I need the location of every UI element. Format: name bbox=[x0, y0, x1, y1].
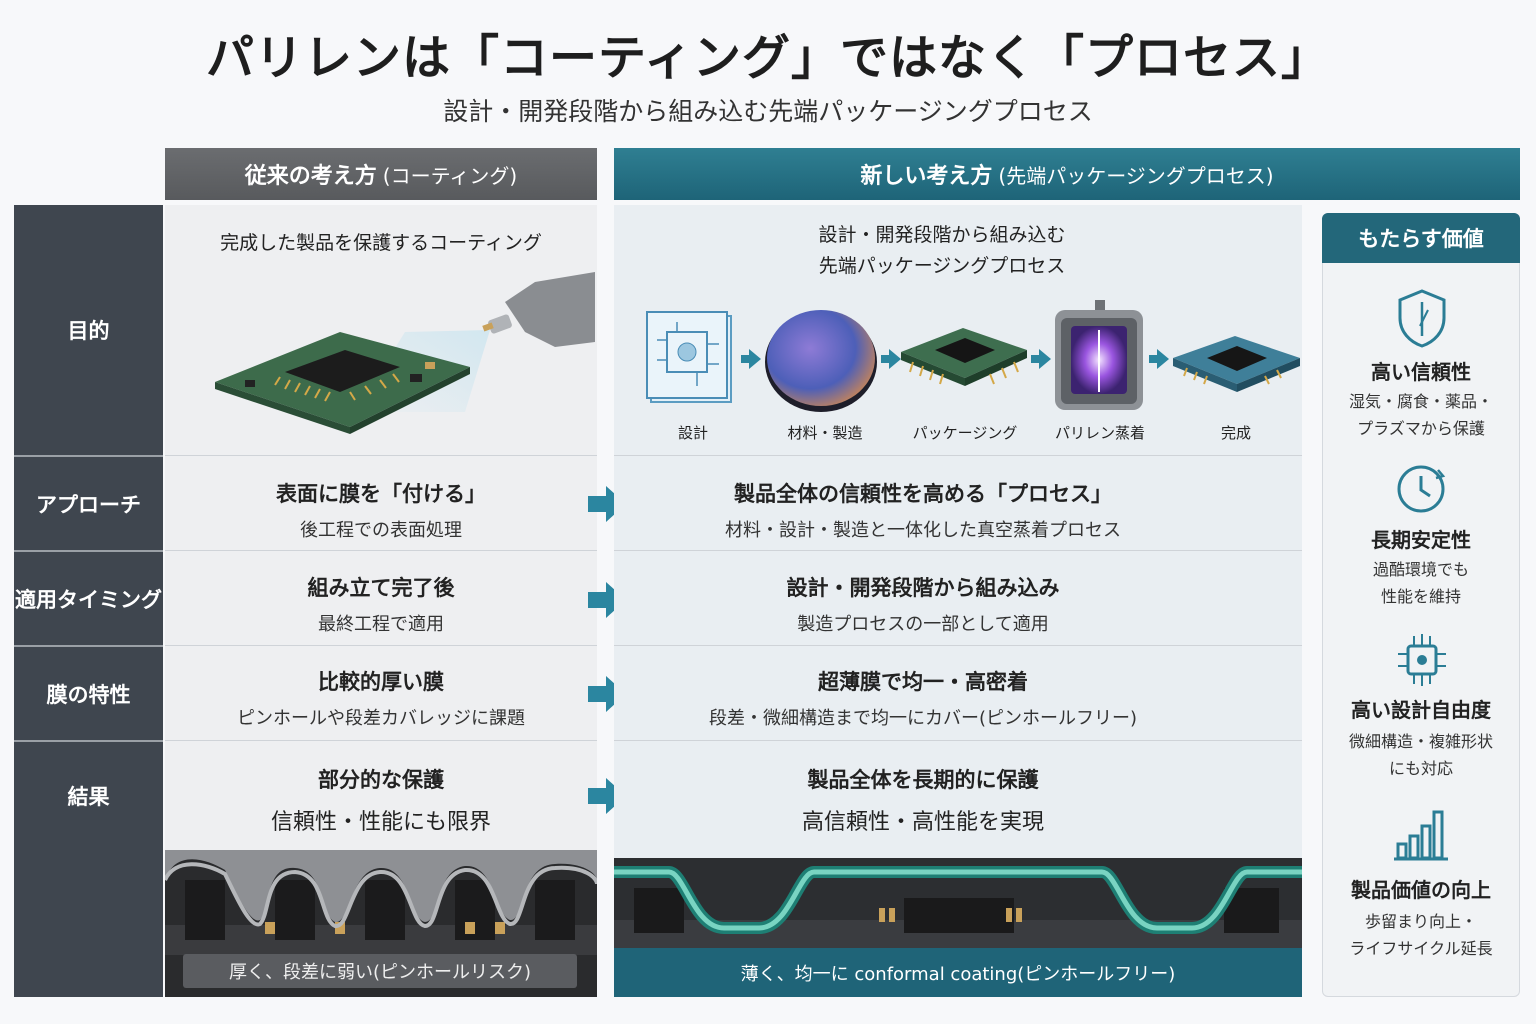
value-panel bbox=[1322, 213, 1520, 997]
shield-icon bbox=[1398, 289, 1446, 348]
new-result-sub: 高信頼性・高性能を実現 bbox=[801, 810, 1044, 835]
value-desc-flexibility: 微細構造・複雑形状 にも対応 bbox=[1322, 728, 1520, 782]
step-label-design: 設計 bbox=[677, 424, 708, 442]
new-approach-header: 新しい考え方 (先端パッケージングプロセス) bbox=[614, 148, 1520, 200]
finished-chip-icon bbox=[1173, 336, 1300, 392]
new-purpose-line1: 設計・開発段階から組み込む bbox=[818, 224, 1066, 246]
old-approach-header: 従来の考え方 (コーティング) bbox=[165, 148, 597, 200]
new-film-sub: 段差・微細構造まで均一にカバー(ピンホールフリー) bbox=[708, 708, 1138, 729]
conformal-coating-cross-section bbox=[614, 858, 1302, 950]
new-approach-main: 製品全体の信頼性を高める「プロセス」 bbox=[734, 482, 1112, 506]
old-approach-sub: 後工程での表面処理 bbox=[300, 520, 462, 541]
page-title: パリレンは「コーティング」ではなく「プロセス」 bbox=[205, 30, 1331, 86]
old-header-sub: (コーティング) bbox=[382, 163, 518, 188]
row-label-approach: アプローチ bbox=[14, 455, 163, 550]
value-desc-line: プラズマから保護 bbox=[1357, 419, 1485, 438]
value-desc-line: 微細構造・複雑形状 bbox=[1348, 732, 1493, 751]
step-label-parylene: パリレン蒸着 bbox=[1054, 424, 1145, 442]
new-approach-sub: 材料・設計・製造と一体化した真空蒸着プロセス bbox=[725, 520, 1121, 541]
value-title-reliability: 高い信頼性 bbox=[1371, 360, 1471, 384]
old-result-cell: 部分的な保護 信頼性・性能にも限界 bbox=[165, 764, 597, 836]
value-desc-stability: 過酷環境でも 性能を維持 bbox=[1322, 556, 1520, 610]
value-desc-line: 過酷環境でも bbox=[1372, 560, 1469, 579]
value-title-product-value: 製品価値の向上 bbox=[1351, 878, 1491, 902]
new-result-main: 製品全体を長期的に保護 bbox=[807, 768, 1039, 792]
value-desc-line: ライフサイクル延長 bbox=[1349, 939, 1493, 958]
step-label-packaging: パッケージング bbox=[912, 424, 1018, 442]
old-timing-cell: 組み立て完了後 最終工程で適用 bbox=[165, 572, 597, 636]
clock-icon bbox=[1397, 465, 1446, 513]
row-label-result: 結果 bbox=[14, 740, 163, 850]
old-purpose-text: 完成した製品を保護するコーティング bbox=[220, 232, 542, 254]
new-purpose-line2: 先端パッケージングプロセス bbox=[818, 255, 1066, 277]
divider bbox=[614, 645, 1302, 646]
new-header-label: 新しい考え方 bbox=[860, 164, 993, 189]
new-caption: 薄く、均一に conformal coating(ピンホールフリー) bbox=[614, 948, 1302, 997]
old-film-cell: 比較的厚い膜 ピンホールや段差カバレッジに課題 bbox=[165, 666, 597, 730]
old-film-main: 比較的厚い膜 bbox=[318, 670, 444, 694]
old-result-sub: 信頼性・性能にも限界 bbox=[270, 810, 491, 835]
row-label-film: 膜の特性 bbox=[14, 645, 163, 740]
old-timing-sub: 最終工程で適用 bbox=[318, 614, 444, 635]
value-header: もたらす価値 bbox=[1322, 213, 1520, 263]
row-label-timing: 適用タイミング bbox=[14, 550, 163, 645]
new-approach-cell: 製品全体の信頼性を高める「プロセス」 材料・設計・製造と一体化した真空蒸着プロセ… bbox=[614, 478, 1232, 542]
old-film-sub: ピンホールや段差カバレッジに課題 bbox=[237, 708, 525, 729]
value-desc-line: 性能を維持 bbox=[1380, 587, 1461, 606]
row-label-purpose: 目的 bbox=[67, 319, 110, 343]
value-title-stability: 長期安定性 bbox=[1371, 528, 1471, 552]
value-desc-reliability: 湿気・腐食・薬品・ プラズマから保護 bbox=[1322, 388, 1520, 442]
package-chip-icon bbox=[901, 328, 1027, 386]
design-blueprint-icon bbox=[646, 311, 732, 403]
wafer-icon bbox=[765, 310, 877, 412]
process-flow-illustration bbox=[646, 300, 1300, 412]
value-desc-line: にも対応 bbox=[1388, 759, 1453, 778]
value-desc-product-value: 歩留まり向上・ ライフサイクル延長 bbox=[1322, 908, 1520, 962]
chip-circuit-icon bbox=[1398, 634, 1446, 686]
new-timing-cell: 設計・開発段階から組み込み 製造プロセスの一部として適用 bbox=[614, 572, 1232, 636]
value-title-flexibility: 高い設計自由度 bbox=[1351, 698, 1491, 722]
new-header-sub: (先端パッケージングプロセス) bbox=[998, 163, 1274, 188]
divider bbox=[165, 740, 597, 741]
old-caption: 厚く、段差に弱い(ピンホールリスク) bbox=[183, 954, 577, 988]
divider bbox=[165, 550, 597, 551]
page-subtitle: 設計・開発段階から組み込む先端パッケージングプロセス bbox=[443, 97, 1093, 126]
divider bbox=[165, 645, 597, 646]
row-label-column bbox=[14, 205, 163, 997]
divider bbox=[614, 550, 1302, 551]
new-film-main: 超薄膜で均一・高密着 bbox=[818, 670, 1028, 694]
old-approach-main: 表面に膜を「付ける」 bbox=[276, 482, 486, 506]
vacuum-chamber-icon bbox=[1055, 300, 1143, 410]
old-result-main: 部分的な保護 bbox=[318, 768, 444, 792]
divider bbox=[614, 740, 1302, 741]
value-desc-line: 湿気・腐食・薬品・ bbox=[1348, 392, 1493, 411]
value-desc-line: 歩留まり向上・ bbox=[1364, 912, 1477, 931]
new-timing-sub: 製造プロセスの一部として適用 bbox=[797, 614, 1049, 635]
new-timing-main: 設計・開発段階から組み込み bbox=[786, 576, 1060, 600]
step-label-complete: 完成 bbox=[1220, 424, 1251, 442]
old-timing-main: 組み立て完了後 bbox=[307, 576, 455, 600]
new-film-cell: 超薄膜で均一・高密着 段差・微細構造まで均一にカバー(ピンホールフリー) bbox=[614, 666, 1232, 730]
step-label-material: 材料・製造 bbox=[787, 424, 863, 442]
divider bbox=[614, 455, 1302, 456]
divider bbox=[165, 455, 597, 456]
old-header-label: 従来の考え方 bbox=[244, 164, 377, 189]
coating-spray-illustration bbox=[215, 272, 595, 434]
new-result-cell: 製品全体を長期的に保護 高信頼性・高性能を実現 bbox=[614, 764, 1232, 836]
old-approach-cell: 表面に膜を「付ける」 後工程での表面処理 bbox=[165, 478, 597, 542]
bar-chart-icon bbox=[1394, 810, 1448, 861]
new-purpose-text: 設計・開発段階から組み込む 先端パッケージングプロセス bbox=[614, 220, 1270, 282]
